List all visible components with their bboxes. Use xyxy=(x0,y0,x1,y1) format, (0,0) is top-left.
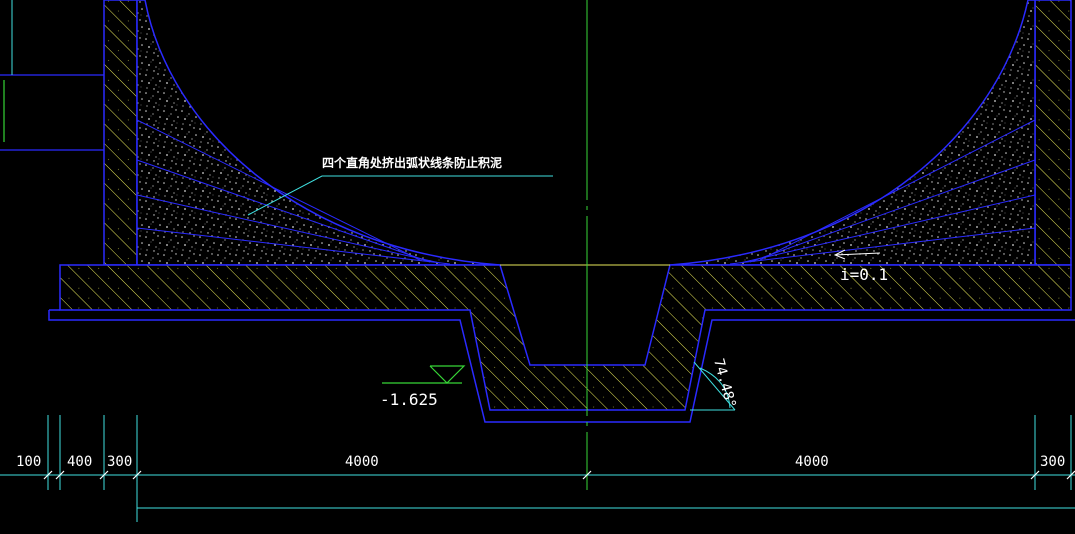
left-wall xyxy=(103,0,138,266)
dim-4000-right: 4000 xyxy=(795,454,829,470)
note-label: 四个直角处挤出弧状线条防止积泥 xyxy=(322,155,502,170)
dim-4000-left: 4000 xyxy=(345,454,379,470)
note-leader xyxy=(247,175,553,216)
base-slab xyxy=(59,264,1072,411)
elevation-marker xyxy=(382,365,466,384)
dimension-lines xyxy=(0,415,1075,522)
slope-arrow xyxy=(833,249,881,260)
angle-marker xyxy=(690,361,736,411)
right-fan-lines xyxy=(729,119,1036,265)
dim-400: 400 xyxy=(67,454,92,470)
dim-300-left: 300 xyxy=(107,454,132,470)
dim-300-right: 300 xyxy=(1040,454,1065,470)
left-frame-lines xyxy=(0,74,104,151)
right-fillet xyxy=(669,0,1036,266)
foundation-outline xyxy=(48,310,1075,423)
elevation-label: -1.625 xyxy=(380,390,438,409)
left-fillet xyxy=(136,0,501,266)
left-fan-lines xyxy=(136,119,451,265)
slope-label: i=0.1 xyxy=(840,265,888,284)
right-wall xyxy=(1034,0,1072,266)
dim-100: 100 xyxy=(16,454,41,470)
angle-label: 74.48° xyxy=(710,357,739,410)
dimension-ticks xyxy=(43,470,1075,480)
